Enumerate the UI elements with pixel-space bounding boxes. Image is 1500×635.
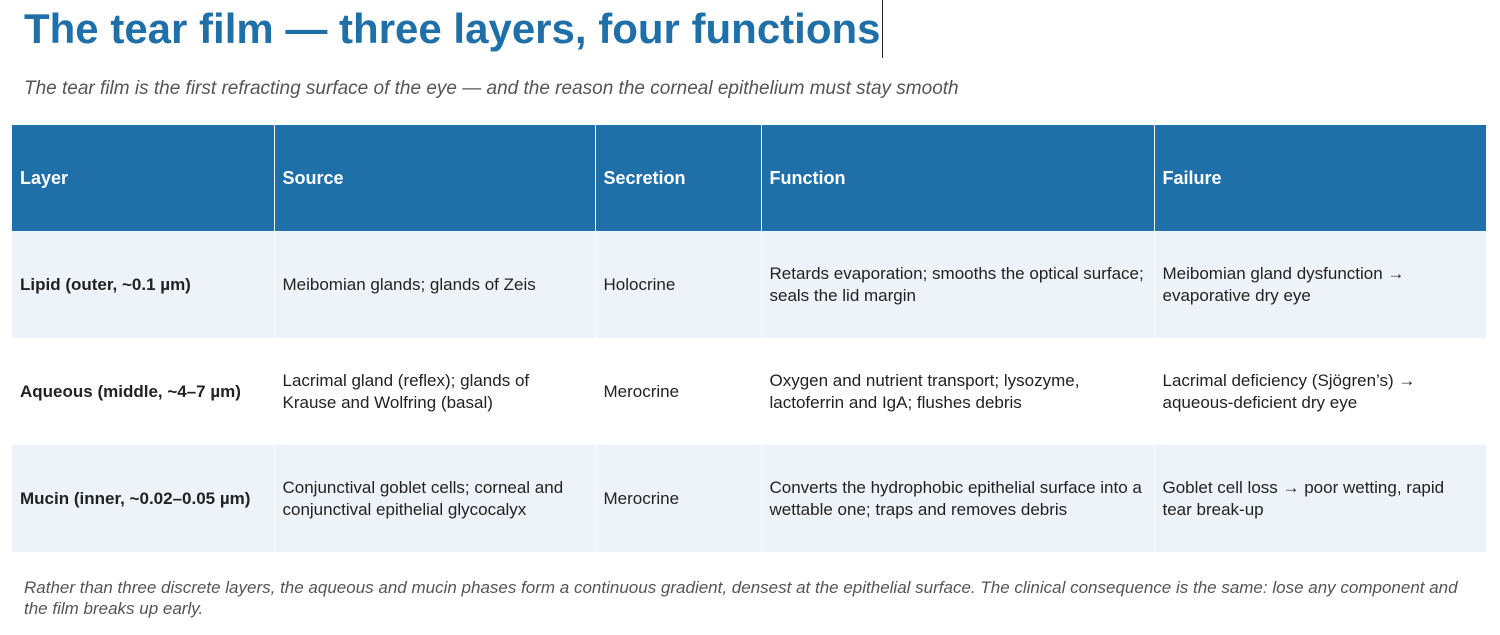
table-row: Lipid (outer, ~0.1 µm) Meibomian glands;…	[12, 231, 1486, 338]
header-source: Source	[274, 125, 596, 231]
cell-source: Meibomian glands; glands of Zeis	[274, 231, 596, 338]
cell-layer: Lipid (outer, ~0.1 µm)	[12, 231, 275, 338]
table-row: Aqueous (middle, ~4–7 µm) Lacrimal gland…	[12, 338, 1487, 445]
cell-failure: Lacrimal deficiency (Sjögren’s) → aqueou…	[1154, 338, 1487, 445]
cell-secretion: Holocrine	[595, 231, 762, 338]
cell-failure: Meibomian gland dysfunction → evaporativ…	[1154, 231, 1486, 338]
cell-failure: Goblet cell loss → poor wetting, rapid t…	[1154, 445, 1486, 552]
cell-function: Retards evaporation; smooths the optical…	[761, 231, 1155, 338]
title-wrap: The tear film — three layers, four funct…	[24, 0, 883, 58]
table-header-row: Layer Source Secretion Function Failure	[12, 125, 1486, 231]
cell-function: Converts the hydrophobic epithelial surf…	[761, 445, 1155, 552]
header-failure: Failure	[1154, 125, 1486, 231]
tear-film-table: Layer Source Secretion Function Failure …	[12, 125, 1487, 552]
page-title[interactable]: The tear film — three layers, four funct…	[24, 5, 881, 52]
cell-layer: Mucin (inner, ~0.02–0.05 µm)	[12, 445, 275, 552]
header-function: Function	[761, 125, 1155, 231]
footnote: Rather than three discrete layers, the a…	[24, 578, 1458, 618]
cell-source: Conjunctival goblet cells; corneal and c…	[274, 445, 596, 552]
cell-secretion: Merocrine	[595, 338, 762, 445]
text-cursor	[881, 0, 883, 58]
cell-function: Oxygen and nutrient transport; lysozyme,…	[761, 338, 1155, 445]
page-subtitle: The tear film is the first refracting su…	[24, 78, 959, 99]
cell-source: Lacrimal gland (reflex); glands of Kraus…	[274, 338, 596, 445]
cell-secretion: Merocrine	[595, 445, 762, 552]
header-layer: Layer	[12, 125, 275, 231]
table-row: Mucin (inner, ~0.02–0.05 µm) Conjunctiva…	[12, 445, 1486, 552]
header-secretion: Secretion	[595, 125, 762, 231]
cell-layer: Aqueous (middle, ~4–7 µm)	[12, 338, 275, 445]
